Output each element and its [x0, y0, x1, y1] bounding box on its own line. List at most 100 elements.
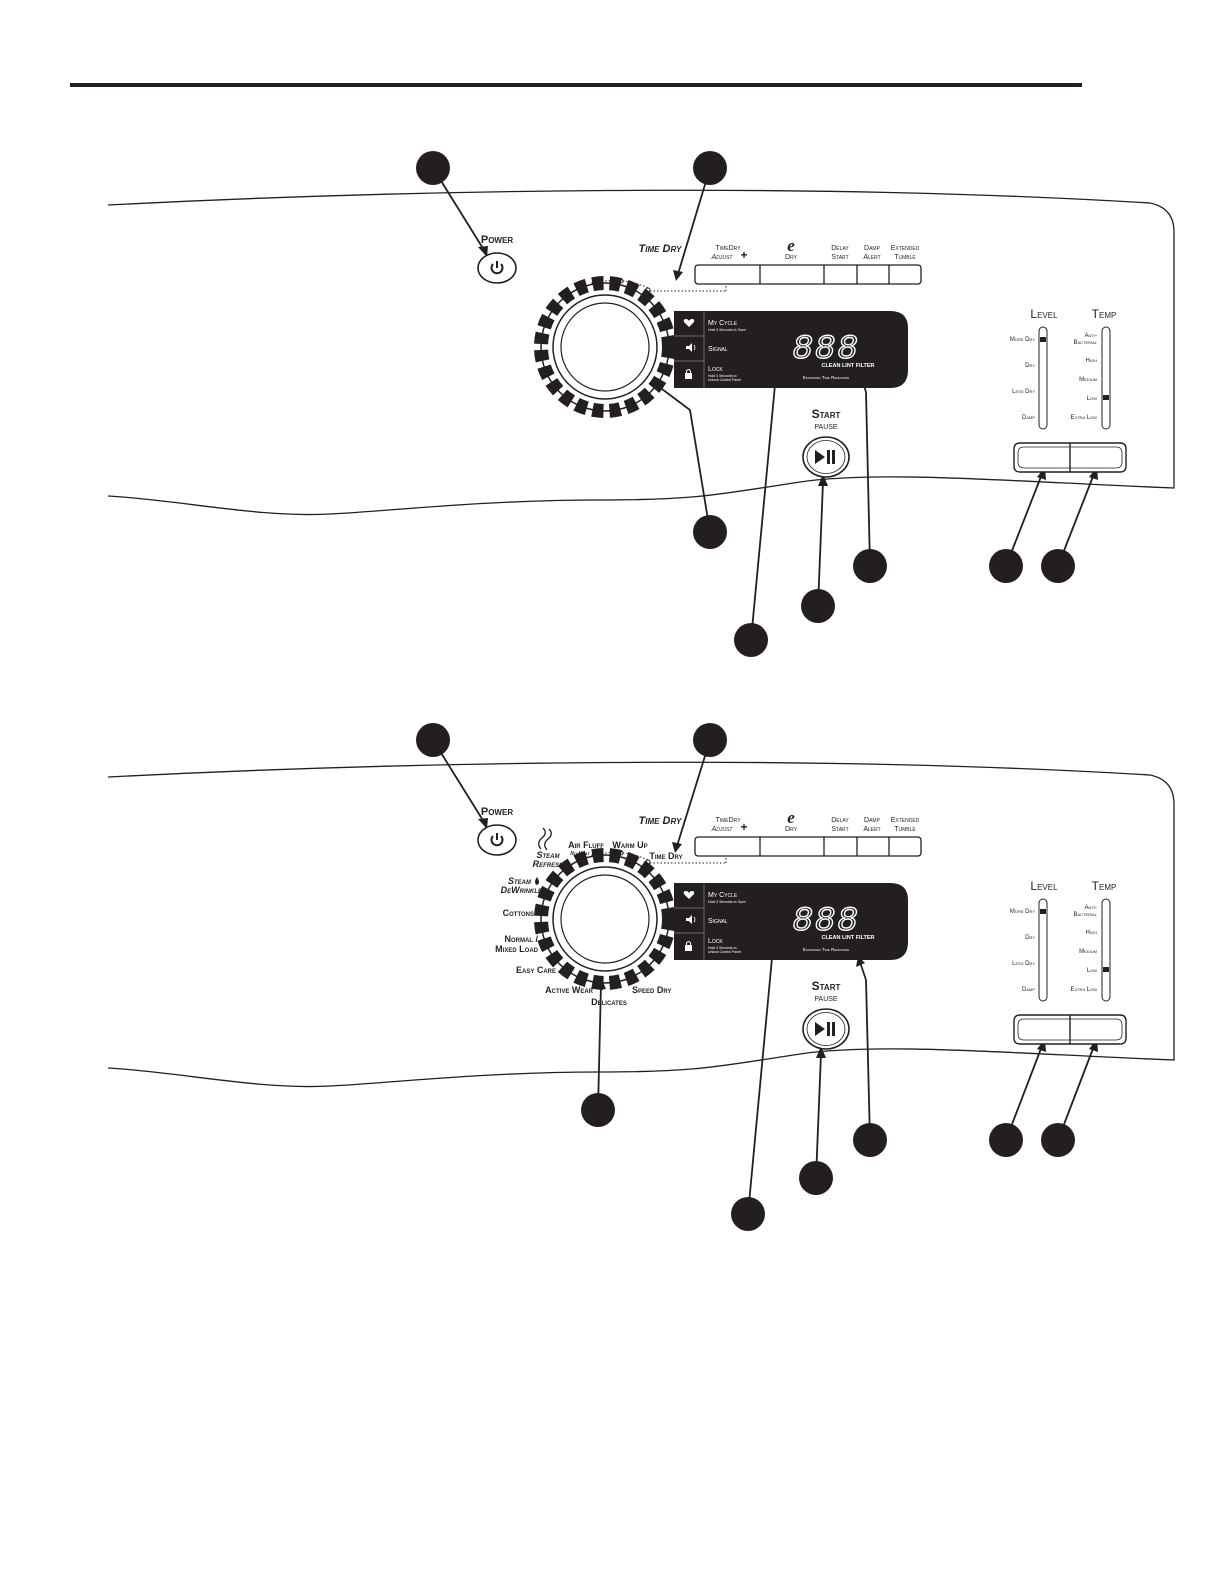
- timedry-adjust-line2: Adjust: [711, 254, 734, 261]
- timedry-adjust-plus: +: [740, 248, 747, 262]
- pause-label: PAUSE: [814, 424, 838, 431]
- cycle-steam-dewrinkle-1: Steam: [508, 876, 532, 886]
- damp-alert-line2: Alert: [863, 826, 880, 833]
- cycle-warm-up: Warm Up: [612, 840, 647, 850]
- signal-label: Signal: [708, 346, 728, 353]
- level-option: Damp: [1022, 415, 1035, 421]
- edry-logo: e: [787, 808, 795, 827]
- level-option: Less Dry: [1012, 389, 1035, 395]
- temp-slider-marker: [1103, 967, 1109, 972]
- level-title: Level: [1030, 879, 1058, 893]
- cycle-dial[interactable]: [534, 848, 676, 990]
- cycle-normal-2: Mixed Load: [495, 944, 538, 954]
- panel-outline: [107, 189, 1175, 516]
- cycle-steam-refresh-1: Steam: [536, 850, 560, 860]
- start-pause-button[interactable]: [802, 436, 850, 478]
- damp-alert-line1: Damp: [864, 817, 881, 824]
- lock-icon: [685, 941, 692, 951]
- my-cycle-note: Hold 3 Seconds to Save: [708, 900, 746, 904]
- start-label: Start: [812, 407, 841, 421]
- start-pause-button[interactable]: [802, 1008, 850, 1050]
- extended-tumble-line2: Tumble: [894, 826, 916, 833]
- cycle-easy-care: Easy Care: [516, 965, 556, 975]
- cycle-dial-knob[interactable]: [560, 874, 650, 964]
- power-label: Power: [481, 806, 513, 818]
- edry-logo: e: [787, 236, 795, 255]
- temp-option: Low: [1087, 968, 1097, 974]
- level-temp-selector: Level Temp More Dry Dry Less Dry Damp An…: [1010, 307, 1127, 473]
- delay-start-line2: Start: [831, 826, 848, 833]
- temp-option: Anti-: [1085, 333, 1097, 339]
- edry-button[interactable]: [761, 839, 823, 854]
- cycle-steam-dewrinkle-2: DeWrinkle: [501, 885, 543, 895]
- time-remaining-digits: 888: [792, 331, 859, 369]
- level-title: Level: [1030, 307, 1058, 321]
- estimated-time-label: Estimated Time Remaining: [803, 947, 850, 952]
- delay-start-line2: Start: [831, 254, 848, 261]
- temp-button[interactable]: [1071, 1017, 1124, 1042]
- extended-tumble-button[interactable]: [890, 839, 920, 854]
- pause-label: PAUSE: [814, 996, 838, 1003]
- edry-label: Dry: [785, 254, 798, 261]
- cycle-active-wear: Active Wear: [545, 985, 593, 995]
- timedry-adjust-line1: TimeDry: [715, 245, 741, 252]
- cycle-dial-led-ring: [534, 276, 676, 418]
- callout-markers: [416, 151, 1075, 657]
- speaker-icon: [686, 915, 696, 924]
- lock-icon: [685, 369, 692, 379]
- my-cycle-note: Hold 3 Seconds to Save: [708, 328, 746, 332]
- cycle-steam-refresh-2: Refresh: [533, 859, 565, 869]
- extended-tumble-line1: Extended: [891, 817, 920, 824]
- start-label: Start: [812, 979, 841, 993]
- temp-option: Low: [1087, 396, 1097, 402]
- delay-start-button[interactable]: [825, 839, 856, 854]
- power-icon: [490, 261, 504, 275]
- lock-note-1: Hold 3 Seconds to: [708, 374, 737, 378]
- temp-option: Medium: [1079, 377, 1097, 383]
- clean-lint-filter-indicator: CLEAN LINT FILTER: [821, 363, 874, 369]
- temp-slider-track: [1101, 898, 1111, 1002]
- power-label: Power: [481, 234, 513, 246]
- temp-option: Extra Low: [1070, 415, 1097, 421]
- time-remaining-digits: 888: [792, 903, 859, 941]
- temp-slider-track: [1101, 326, 1111, 430]
- cycle-air-fluff: Air Fluff: [568, 840, 604, 850]
- header-rule: [70, 83, 1082, 87]
- damp-alert-line2: Alert: [863, 254, 880, 261]
- heart-icon: [683, 891, 695, 899]
- level-slider-marker: [1040, 337, 1046, 342]
- extended-tumble-line2: Tumble: [894, 254, 916, 261]
- cycle-dial-led-ring: [534, 848, 676, 990]
- level-slider-track: [1038, 898, 1048, 1002]
- temp-option: Extra Low: [1070, 987, 1097, 993]
- cycle-cottons: Cottons: [503, 908, 534, 918]
- lock-note-2: Unlock Control Panel: [708, 378, 741, 382]
- option-button-strip: [694, 264, 922, 285]
- option-buttons: TimeDry Adjust + e Dry Delay Start Damp …: [694, 808, 922, 857]
- cycle-dial[interactable]: [534, 276, 676, 418]
- time-dry-label: Time Dry: [639, 243, 683, 255]
- level-option: More Dry: [1010, 337, 1035, 343]
- damp-alert-button[interactable]: [858, 839, 888, 854]
- damp-alert-line1: Damp: [864, 245, 881, 252]
- temp-slider-marker: [1103, 395, 1109, 400]
- cycle-normal-1: Normal /: [505, 934, 539, 944]
- temp-title: Temp: [1092, 307, 1117, 321]
- temp-option: Medium: [1079, 949, 1097, 955]
- temp-title: Temp: [1092, 879, 1117, 893]
- level-button[interactable]: [1016, 1017, 1069, 1042]
- timedry-adjust-button[interactable]: [697, 839, 759, 854]
- temp-option: Anti-: [1085, 905, 1097, 911]
- clean-lint-filter-indicator: CLEAN LINT FILTER: [821, 935, 874, 941]
- timedry-adjust-plus: +: [740, 820, 747, 834]
- cycle-dial-knob[interactable]: [560, 302, 650, 392]
- extended-tumble-line1: Extended: [891, 245, 920, 252]
- timedry-adjust-line1: TimeDry: [715, 817, 741, 824]
- display-module: My Cycle Hold 3 Seconds to Save Signal L…: [674, 883, 908, 960]
- option-button-strip: [694, 836, 922, 857]
- droplet-icon: [535, 877, 539, 885]
- callout-markers: [416, 723, 1075, 1231]
